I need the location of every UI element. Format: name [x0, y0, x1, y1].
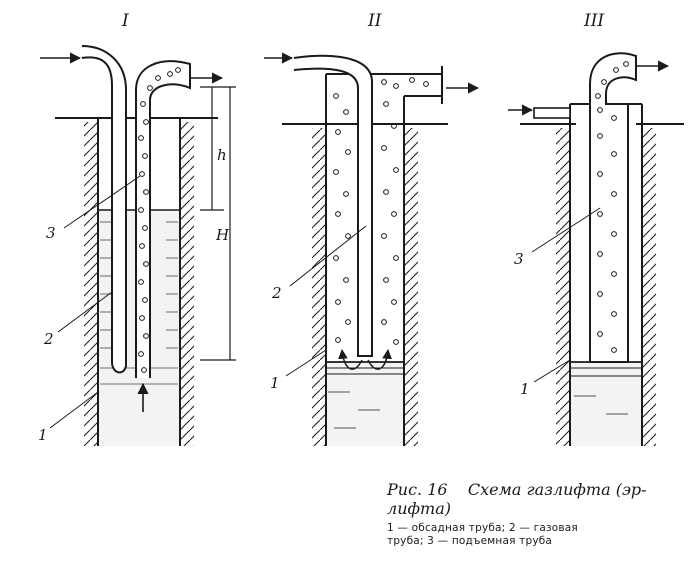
figure-number: Рис. 16 — [387, 480, 448, 499]
flow-arrow-left — [338, 349, 363, 370]
callout-2-line — [57, 291, 113, 333]
earth-wall-left — [556, 128, 570, 446]
caption-legend: 1 — обсадная труба; 2 — газовая труба; 3… — [387, 522, 692, 548]
label-lifting-pipe: 3 — [46, 224, 56, 242]
callout-1-line — [285, 349, 327, 377]
dim-h-label: h — [217, 146, 227, 164]
callout-1-line — [533, 359, 571, 383]
label-gas-pipe: 2 — [43, 330, 54, 348]
gas-pipe — [293, 54, 373, 357]
air-bubbles — [333, 77, 429, 345]
caption-title-line-1: Схема газлифта (эр- — [467, 480, 647, 499]
water-surface-lines — [326, 361, 404, 429]
dimension-lines — [200, 86, 236, 361]
gas-pipe — [81, 45, 127, 374]
panel-1-numeral: I — [121, 11, 129, 31]
panel-2: II — [264, 11, 480, 446]
water-column — [571, 362, 641, 446]
callout-3-line — [63, 175, 141, 229]
callout-2-line — [289, 225, 367, 287]
earth-wall-left — [84, 122, 98, 446]
label-casing-pipe: 1 — [520, 380, 530, 398]
gas-lift-diagram: I — [38, 11, 684, 446]
figure-caption: Рис. 16 Схема газлифта (эр- лифта) 1 — о… — [387, 480, 692, 548]
earth-wall-right — [180, 122, 194, 446]
panel-3-numeral: III — [583, 11, 604, 31]
caption-title-line-2: лифта) — [387, 499, 451, 518]
caption-title: Рис. 16 Схема газлифта (эр- — [387, 480, 692, 499]
air-inlet-nozzle — [533, 107, 571, 119]
water-column — [327, 362, 403, 446]
earth-wall-right — [404, 128, 418, 446]
label-casing-pipe: 1 — [270, 374, 280, 392]
flow-arrow-right — [367, 349, 392, 370]
label-gas-pipe: 2 — [271, 284, 282, 302]
caption-legend-line-1: 1 — обсадная труба; 2 — газовая — [387, 522, 578, 534]
panel-1: I — [38, 11, 236, 446]
lifting-pipe — [135, 60, 191, 378]
panel-2-numeral: II — [367, 11, 382, 31]
air-bubbles — [138, 67, 181, 373]
panel-3: III — [508, 11, 684, 446]
callout-1-line — [49, 391, 99, 429]
dim-H-label: H — [215, 226, 230, 244]
earth-wall-left — [312, 128, 326, 446]
callout-3-line — [531, 207, 601, 253]
earth-wall-right — [642, 128, 656, 446]
lifting-pipe — [589, 52, 637, 363]
label-casing-pipe: 1 — [38, 426, 48, 444]
air-bubbles — [595, 61, 629, 353]
caption-legend-line-2: труба; 3 — подъемная труба — [387, 535, 553, 547]
label-lifting-pipe: 3 — [514, 250, 524, 268]
